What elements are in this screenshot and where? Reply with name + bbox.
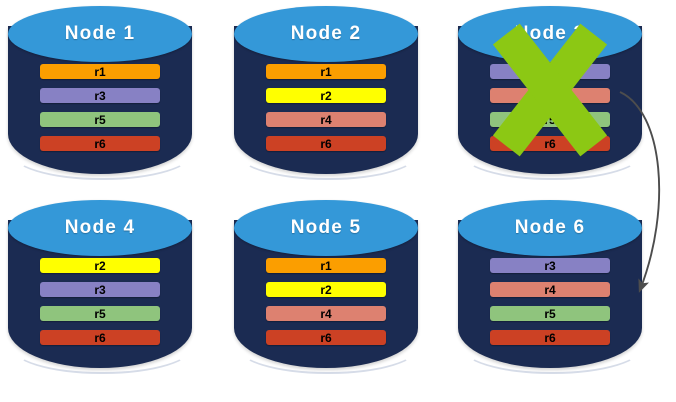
replica-bar-r5[interactable]: r5	[40, 306, 160, 321]
node-label: Node 3	[514, 23, 586, 44]
replica-list: r1 r3 r5 r6	[40, 64, 160, 151]
replica-bar-r3[interactable]: r3	[490, 64, 610, 79]
node-top-ellipse	[234, 6, 418, 62]
replica-bar-r4[interactable]: r4	[266, 306, 386, 321]
replica-bar-r6[interactable]: r6	[40, 136, 160, 151]
replica-bar-r6[interactable]: r6	[266, 136, 386, 151]
replica-bar-r1[interactable]: r1	[40, 64, 160, 79]
replica-bar-r6[interactable]: r6	[490, 136, 610, 151]
replica-list: r2 r3 r5 r6	[40, 258, 160, 345]
node-cylinder-4[interactable]: Node 4 r2 r3 r5 r6	[2, 198, 198, 376]
node-cylinder-2[interactable]: Node 2 r1 r2 r4 r6	[228, 4, 424, 182]
node-top-ellipse	[8, 200, 192, 256]
node-label: Node 2	[290, 23, 362, 44]
node-top-ellipse	[458, 200, 642, 256]
replica-list: r1 r2 r4 r6	[266, 258, 386, 345]
replica-bar-r4[interactable]: r4	[490, 88, 610, 103]
replica-bar-r6[interactable]: r6	[490, 330, 610, 345]
node-top-ellipse	[234, 200, 418, 256]
replica-bar-r3[interactable]: r3	[40, 282, 160, 297]
node-label: Node 5	[290, 217, 362, 238]
replica-bar-r3[interactable]: r3	[490, 258, 610, 273]
node-cylinder-3[interactable]: Node 3 r3 r4 r5 r6	[452, 4, 648, 182]
replica-bar-r4[interactable]: r4	[266, 112, 386, 127]
replica-bar-r1[interactable]: r1	[266, 258, 386, 273]
node-cylinder-6[interactable]: Node 6 r3 r4 r5 r6	[452, 198, 648, 376]
node-cylinder-5[interactable]: Node 5 r1 r2 r4 r6	[228, 198, 424, 376]
replica-bar-r2[interactable]: r2	[266, 88, 386, 103]
replica-list: r3 r4 r5 r6	[490, 258, 610, 345]
node-top-ellipse	[8, 6, 192, 62]
replica-bar-r2[interactable]: r2	[266, 282, 386, 297]
replica-bar-r1[interactable]: r1	[266, 64, 386, 79]
node-label: Node 4	[64, 217, 136, 238]
replica-bar-r6[interactable]: r6	[40, 330, 160, 345]
node-label: Node 6	[514, 217, 586, 238]
replica-bar-r4[interactable]: r4	[490, 282, 610, 297]
replica-bar-r6[interactable]: r6	[266, 330, 386, 345]
replica-bar-r5[interactable]: r5	[490, 112, 610, 127]
replica-bar-r5[interactable]: r5	[40, 112, 160, 127]
node-cylinder-1[interactable]: Node 1 r1 r3 r5 r6	[2, 4, 198, 182]
replica-bar-r3[interactable]: r3	[40, 88, 160, 103]
replica-bar-r5[interactable]: r5	[490, 306, 610, 321]
node-label: Node 1	[64, 23, 136, 44]
replica-list: r1 r2 r4 r6	[266, 64, 386, 151]
replica-list: r3 r4 r5 r6	[490, 64, 610, 151]
replica-bar-r2[interactable]: r2	[40, 258, 160, 273]
